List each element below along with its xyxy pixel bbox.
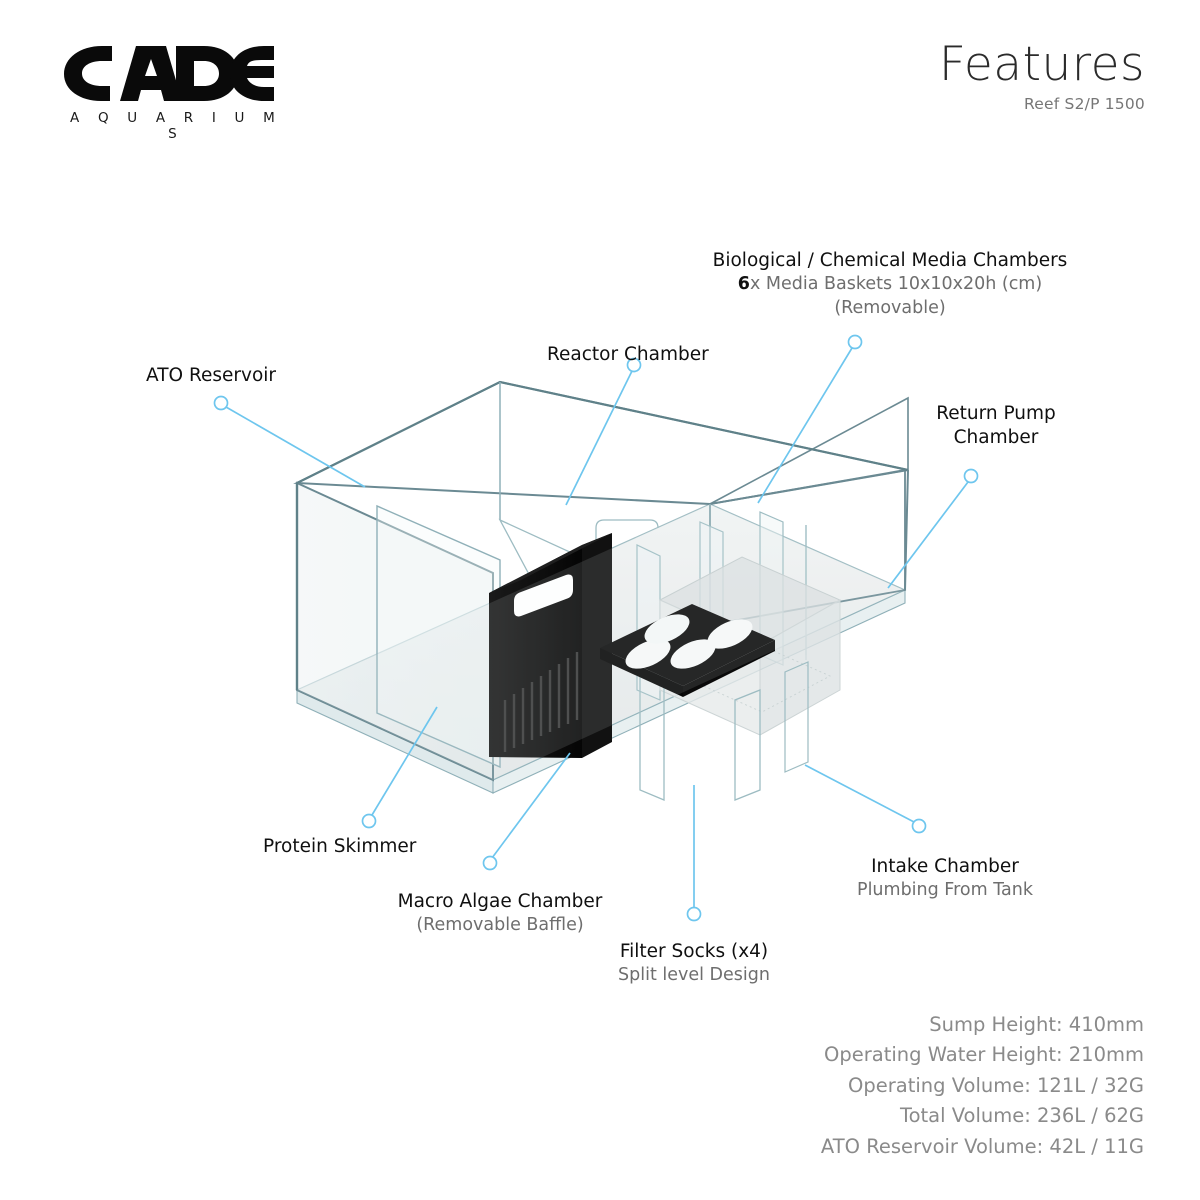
- divider-return: [784, 661, 809, 773]
- brand-logo: A Q U A R I U M S: [58, 42, 288, 142]
- leader-dot-ato: [213, 395, 229, 411]
- filter-sock-plate: [600, 604, 775, 697]
- brand-tagline: A Q U A R I U M S: [70, 110, 282, 142]
- leader-macro: [491, 752, 571, 859]
- divider-intake-2: [734, 689, 761, 801]
- leader-reactor: [565, 370, 633, 506]
- callout-reactor-chamber: Reactor Chamber: [547, 344, 709, 365]
- right-glass-wall-top: [709, 396, 909, 505]
- sock-hole-3: [644, 614, 690, 644]
- right-rear-edge: [904, 469, 909, 591]
- page-subtitle: Reef S2/P 1500: [1024, 95, 1145, 114]
- divider-rounded-top-1: [595, 519, 659, 529]
- leader-dot-socks: [686, 906, 702, 922]
- leader-skimmer: [371, 706, 438, 816]
- leader-dot-return: [963, 468, 979, 484]
- spec-line: Total Volume: 236L / 62G: [899, 1104, 1144, 1128]
- callout-protein-skimmer: Protein Skimmer: [263, 836, 417, 857]
- leader-dot-macro: [482, 855, 498, 871]
- callout-media-sub-rest: x Media Baskets 10x10x20h (cm): [749, 274, 1043, 295]
- divider-ato: [376, 504, 501, 769]
- baffle-top: [489, 533, 612, 593]
- spec-line: Operating Water Height: 210mm: [824, 1043, 1144, 1067]
- sock-hole-2: [670, 639, 716, 669]
- baffle-slots: [503, 652, 579, 752]
- front-glass-overlay: [297, 504, 905, 780]
- baffle-edge: [582, 533, 612, 758]
- spec-line: Operating Volume: 121L / 32G: [848, 1073, 1144, 1097]
- callout-filter-socks: Filter Socks (x4) Split level Design: [618, 941, 770, 986]
- perforated-plate: [670, 636, 832, 713]
- leader-dot-intake: [911, 818, 927, 834]
- leader-return: [887, 481, 969, 589]
- removable-baffle: [489, 533, 612, 758]
- callout-intake-chamber: Intake Chamber Plumbing From Tank: [857, 856, 1033, 901]
- leader-media: [757, 347, 853, 504]
- page-title: Features: [938, 37, 1145, 92]
- baffle-handle-cutout: [514, 574, 573, 617]
- leader-ato: [225, 406, 366, 488]
- spec-line: ATO Reservoir Volume: 42L / 11G: [820, 1134, 1144, 1158]
- callout-ato-reservoir: ATO Reservoir: [146, 365, 277, 386]
- callout-return-pump-chamber: Return Pump Chamber: [936, 403, 1056, 449]
- header-block: Features Reef S2/P 1500: [938, 37, 1145, 114]
- cade-wordmark-icon: [64, 46, 274, 101]
- sock-plate-front: [600, 648, 683, 697]
- leader-lines: [213, 334, 979, 922]
- specifications-block: Sump Height: 410mm Operating Water Heigh…: [821, 1010, 1144, 1162]
- sock-hole-4: [707, 619, 753, 649]
- leader-dot-reactor: [626, 357, 642, 373]
- leader-dot-skimmer: [361, 813, 377, 829]
- sock-plate-side: [683, 640, 775, 697]
- tank-geometry: [293, 380, 909, 801]
- leader-dot-media: [847, 334, 863, 350]
- callout-macro-algae-chamber: Macro Algae Chamber (Removable Baffle): [397, 891, 603, 936]
- leader-intake: [804, 764, 915, 823]
- sock-hole-1: [625, 639, 671, 669]
- callout-media-sub: 6x Media Baskets 10x10x20h (cm): [737, 274, 1043, 295]
- spec-line: Sump Height: 410mm: [929, 1012, 1144, 1036]
- callout-media-chambers: Biological / Chemical Media Chambers 6x …: [706, 249, 1074, 320]
